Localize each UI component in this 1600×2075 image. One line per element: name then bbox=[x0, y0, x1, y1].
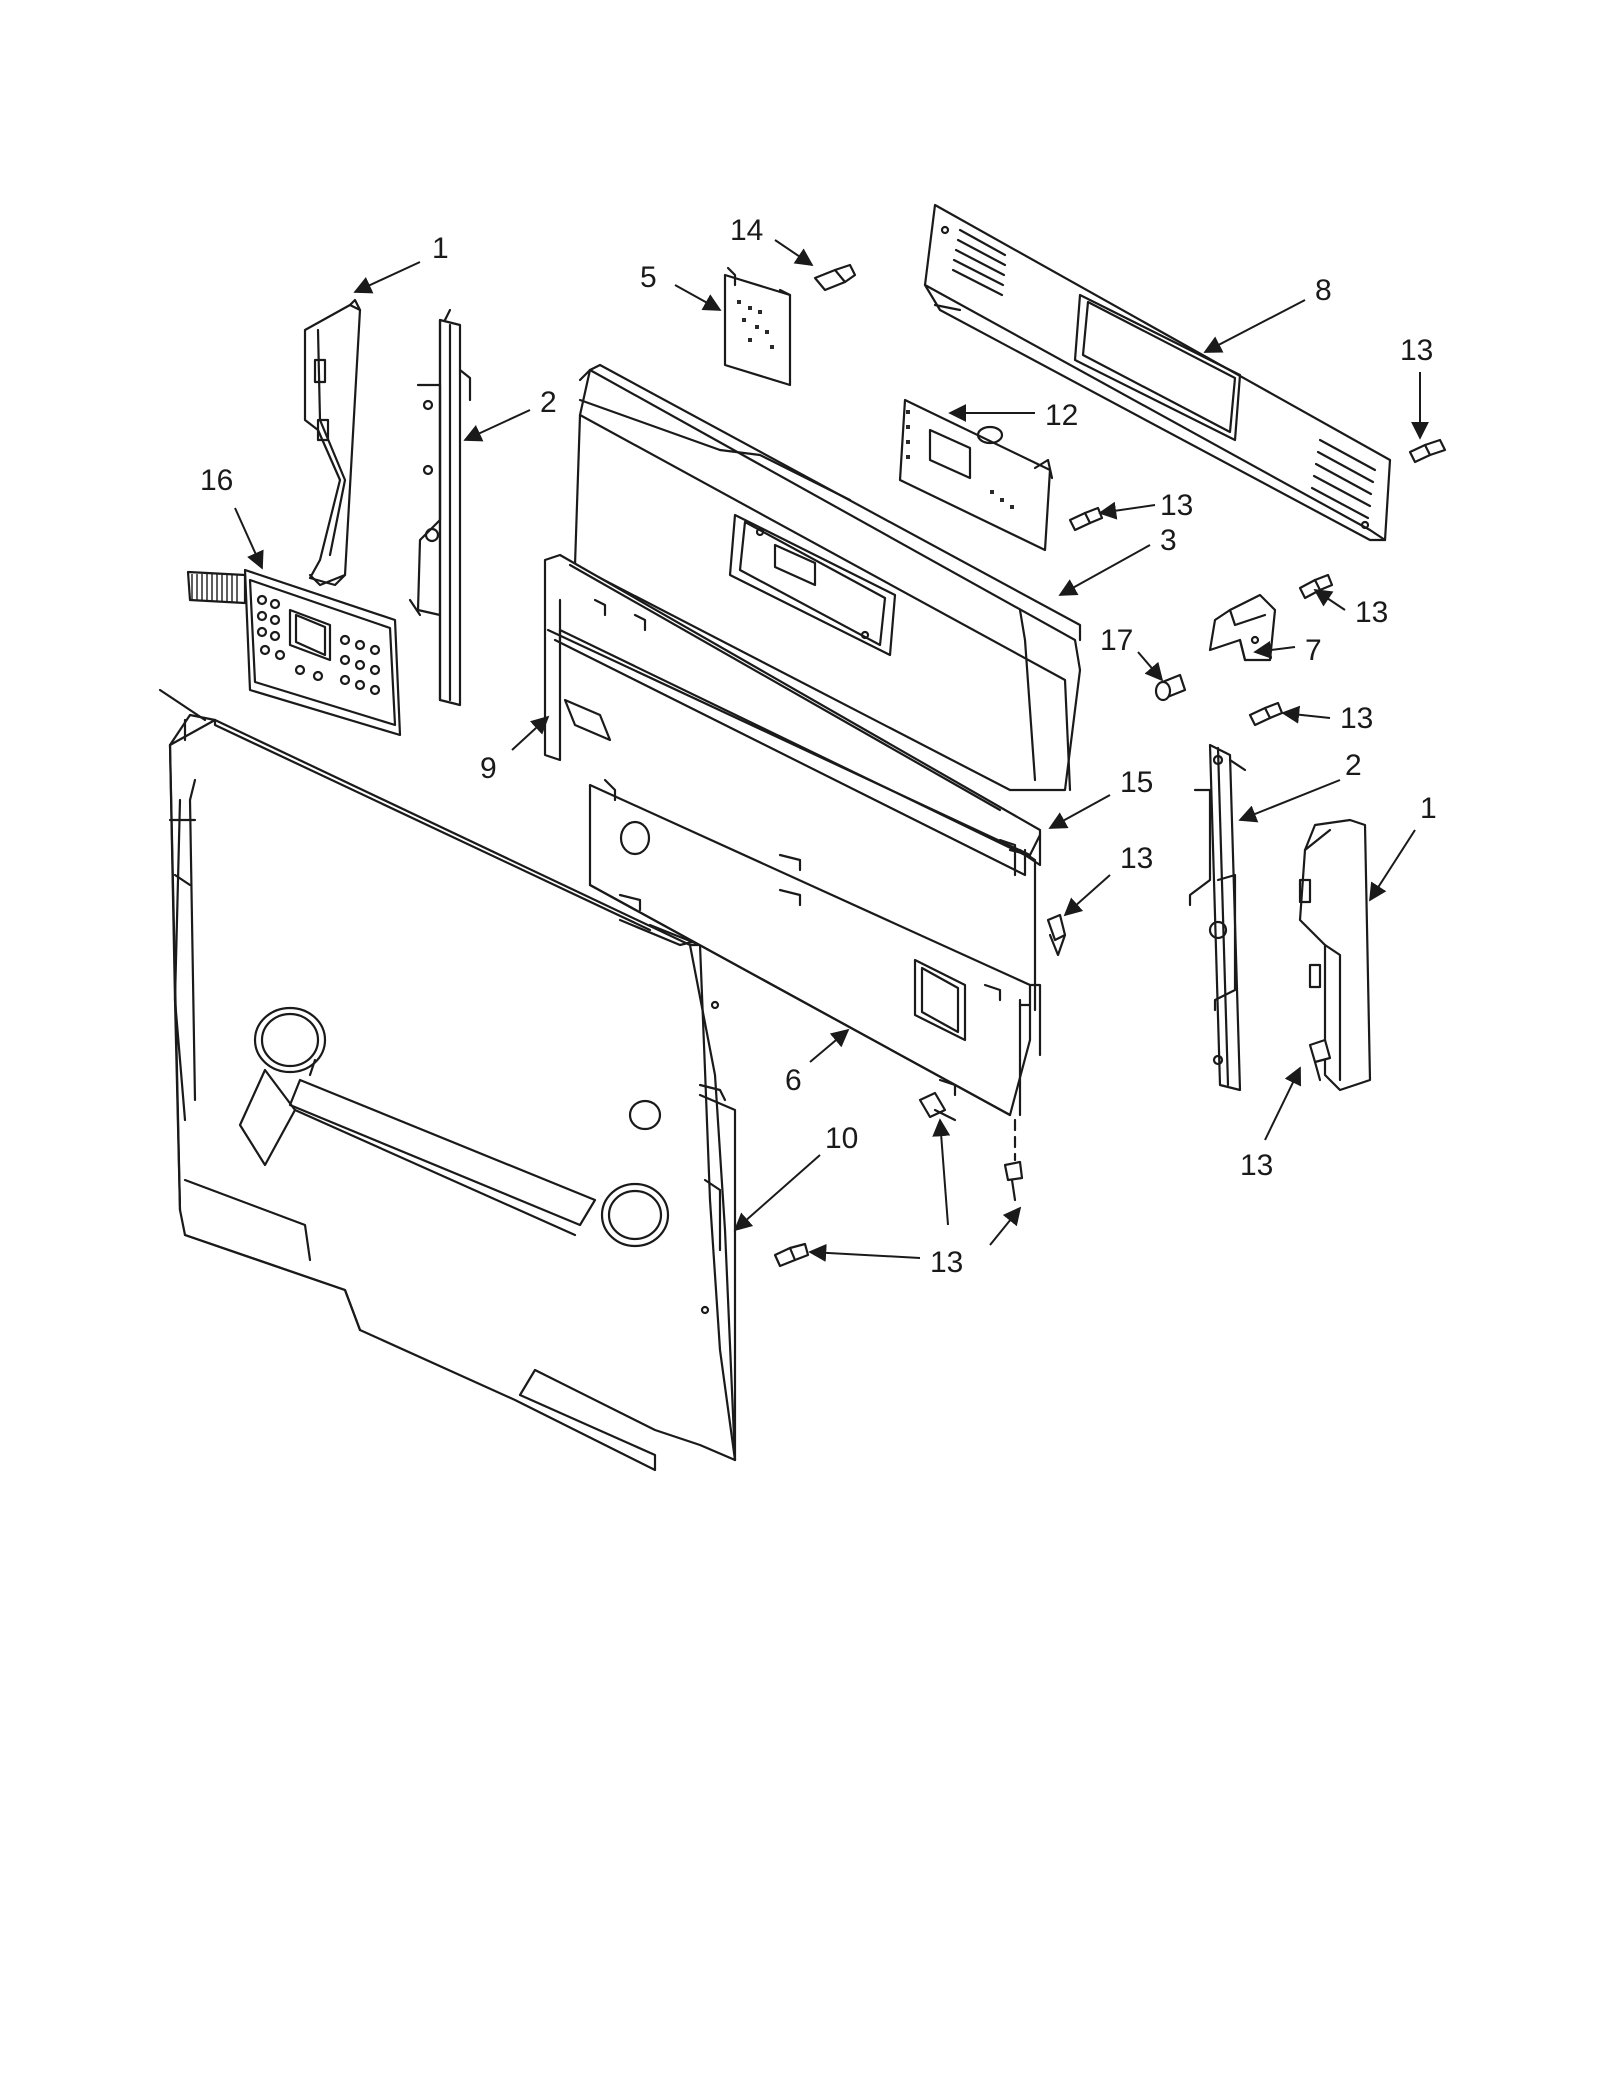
callout-5: 5 bbox=[640, 261, 657, 294]
screws-13 bbox=[773, 438, 1447, 1268]
right-vent-slots bbox=[1310, 438, 1377, 520]
callout-2-right: 2 bbox=[1345, 749, 1362, 782]
callout-10: 10 bbox=[825, 1122, 858, 1155]
callout-13-right-bracket: 13 bbox=[1340, 702, 1373, 735]
callout-7: 7 bbox=[1305, 634, 1322, 667]
callout-16: 16 bbox=[200, 464, 233, 497]
left-vent-slots bbox=[951, 228, 1007, 297]
callout-1-right: 1 bbox=[1420, 792, 1437, 825]
callout-13-top-right: 13 bbox=[1400, 334, 1433, 367]
callout-13-board: 13 bbox=[1160, 489, 1193, 522]
part-5-control-board bbox=[723, 266, 792, 387]
board-12-pins bbox=[906, 410, 1014, 509]
callout-1-left: 1 bbox=[432, 232, 449, 265]
part-1-right-side-trim bbox=[1298, 818, 1372, 1092]
callout-3: 3 bbox=[1160, 524, 1177, 557]
callout-6: 6 bbox=[785, 1064, 802, 1097]
callout-17: 17 bbox=[1100, 624, 1133, 657]
part-17-knob bbox=[1154, 673, 1187, 702]
part-14-screw bbox=[813, 263, 857, 292]
callout-13-side-trim: 13 bbox=[1240, 1149, 1273, 1182]
part-9-console-support bbox=[543, 553, 1042, 877]
part-1-left-side-trim bbox=[303, 298, 362, 587]
overlay-buttons bbox=[256, 594, 381, 696]
callout-13-bracket: 13 bbox=[1355, 596, 1388, 629]
leader-lines bbox=[234, 239, 1429, 1262]
part-10-rear-panel bbox=[158, 688, 737, 1472]
callout-13-bottom: 13 bbox=[930, 1246, 963, 1279]
board-components bbox=[737, 300, 774, 349]
callout-14: 14 bbox=[730, 214, 763, 247]
callout-labels: 1 2 16 14 5 8 13 12 13 3 13 17 7 13 9 15… bbox=[200, 214, 1437, 1279]
callout-13-console: 13 bbox=[1120, 842, 1153, 875]
callout-2-left: 2 bbox=[540, 386, 557, 419]
callout-12: 12 bbox=[1045, 399, 1078, 432]
part-6-console-frame bbox=[588, 778, 1042, 1117]
callout-15: 15 bbox=[1120, 766, 1153, 799]
part-2-left-bracket bbox=[408, 308, 472, 707]
part-2-right-bracket bbox=[1188, 743, 1247, 1092]
part-3-console bbox=[573, 363, 1082, 792]
part-8-rear-vent-panel bbox=[923, 203, 1392, 542]
callout-9: 9 bbox=[480, 752, 497, 785]
callout-8: 8 bbox=[1315, 274, 1332, 307]
part-12-display-board bbox=[898, 398, 1054, 552]
ribbon-cable-lines bbox=[191, 574, 238, 603]
part-16-control-overlay bbox=[186, 568, 402, 737]
